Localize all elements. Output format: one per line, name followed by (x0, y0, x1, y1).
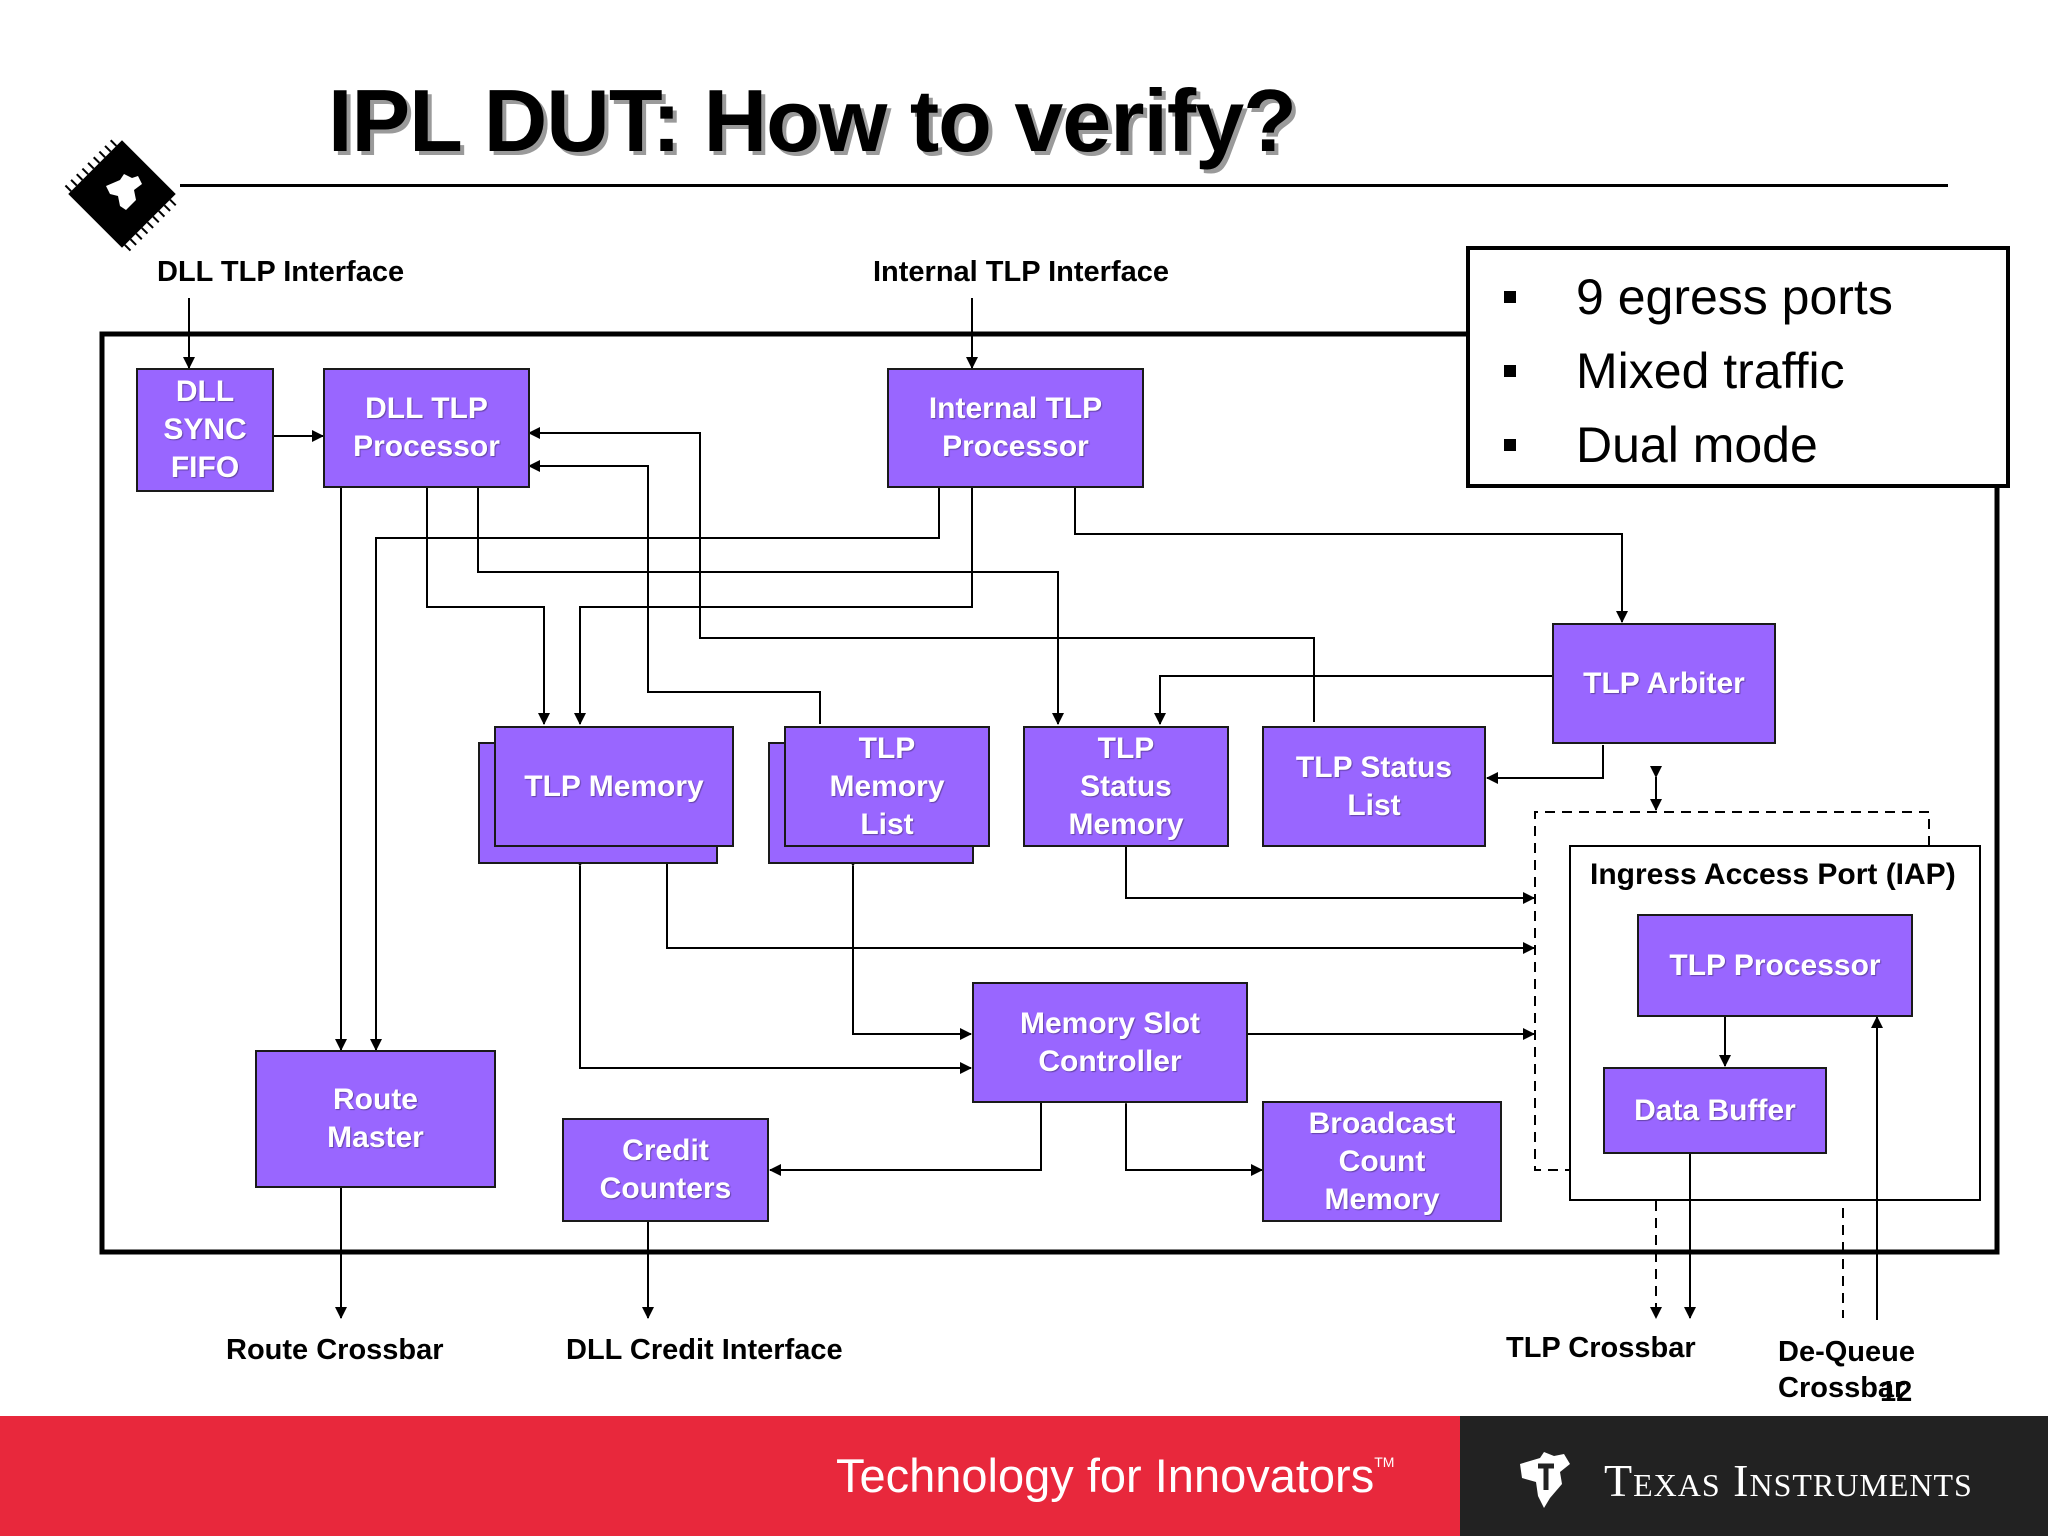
memory-slot-controller-block: Memory Slot Controller (972, 982, 1248, 1103)
title-rule (180, 184, 1948, 187)
bullet-item: Mixed traffic (1500, 334, 2006, 408)
page-number: 12 (1880, 1376, 1913, 1408)
bullet-square-icon (1504, 365, 1516, 377)
credit-counters-block: Credit Counters (562, 1118, 769, 1222)
bullet-item: 9 egress ports (1500, 260, 2006, 334)
iap-region (1569, 845, 1981, 1201)
dll-tlp-interface-label: DLL TLP Interface (157, 256, 405, 288)
broadcast-count-memory-block: Broadcast Count Memory (1262, 1101, 1502, 1222)
footer-tagline: Technology for InnovatorsTM (836, 1449, 1395, 1502)
route-crossbar-label: Route Crossbar (226, 1334, 444, 1366)
footer-red-band (0, 1416, 1460, 1536)
dll-sync-fifo-block: DLL SYNC FIFO (136, 368, 274, 492)
tlp-status-memory-block: TLP Status Memory (1023, 726, 1229, 847)
bullet-item: Dual mode (1500, 408, 2006, 482)
dll-credit-interface-label: DLL Credit Interface (566, 1334, 843, 1366)
tlp-crossbar-label: TLP Crossbar (1506, 1332, 1696, 1364)
slide-title: IPL DUT: How to verify? (328, 71, 1297, 170)
footer-brand: Texas Instruments (1604, 1455, 1973, 1506)
dequeue-crossbar-label: De-Queue Crossbar (1778, 1336, 1915, 1404)
iap-data-buffer-block: Data Buffer (1603, 1067, 1827, 1154)
tlp-status-list-block: TLP Status List (1262, 726, 1486, 847)
feature-bullets: 9 egress ports Mixed traffic Dual mode (1466, 246, 2010, 488)
tlp-memory-list-block: TLP Memory List (784, 726, 990, 847)
route-master-block: Route Master (255, 1050, 496, 1188)
tlp-arbiter-block: TLP Arbiter (1552, 623, 1776, 744)
diagram-connectors (99, 298, 2000, 1320)
bullet-square-icon (1504, 439, 1516, 451)
ti-chip-icon (64, 139, 177, 252)
iap-title: Ingress Access Port (IAP) (1590, 858, 1956, 891)
dll-tlp-processor-block: DLL TLP Processor (323, 368, 530, 488)
ti-logo-icon (1520, 1452, 1570, 1508)
dut-frame (99, 331, 2000, 1255)
tlp-memory-block: TLP Memory (494, 726, 734, 847)
bullet-square-icon (1504, 291, 1516, 303)
internal-tlp-processor-block: Internal TLP Processor (887, 368, 1144, 488)
internal-tlp-interface-label: Internal TLP Interface (873, 256, 1169, 288)
iap-tlp-processor-block: TLP Processor (1637, 914, 1913, 1017)
